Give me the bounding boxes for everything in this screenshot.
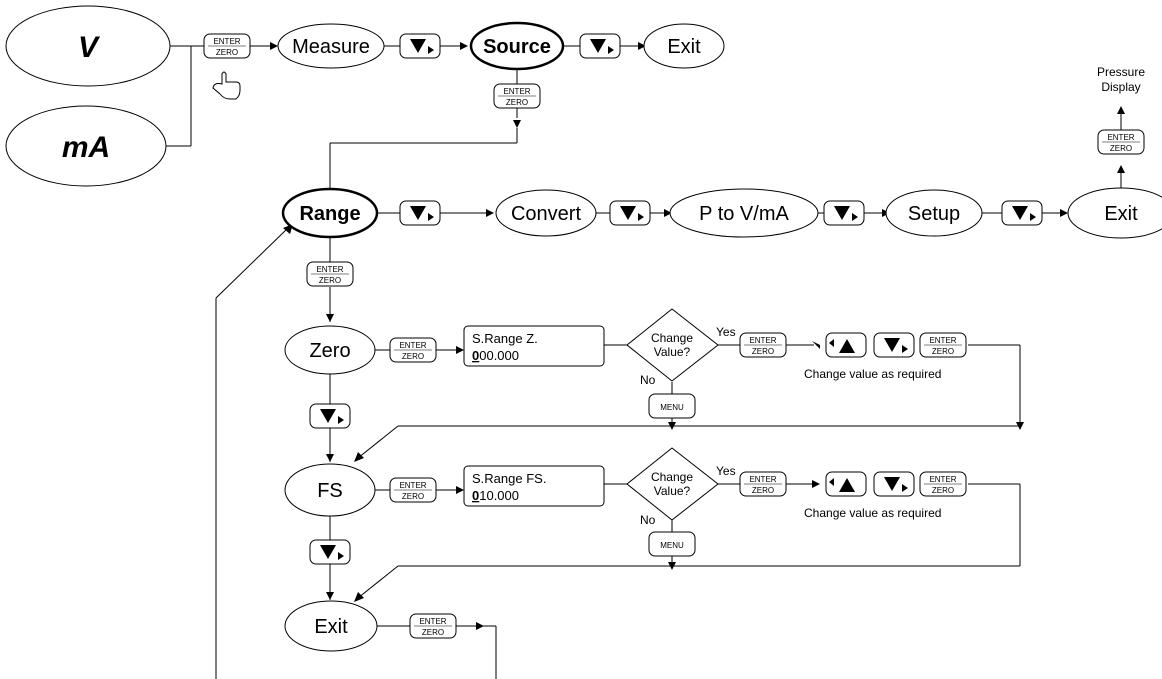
down-arrow-button[interactable]	[399, 200, 441, 226]
node-p-to-v-ma: P to V/mA	[669, 188, 819, 238]
svg-text:ENTER: ENTER	[749, 336, 776, 345]
svg-text:MENU: MENU	[660, 403, 684, 412]
enter-zero-button[interactable]: ENTER ZERO	[1097, 129, 1145, 155]
enter-zero-button[interactable]: ENTER ZERO	[919, 471, 967, 497]
pressure-display-label: Pressure	[1097, 65, 1145, 79]
svg-text:ZERO: ZERO	[319, 276, 341, 285]
svg-text:ZERO: ZERO	[1110, 144, 1132, 153]
change-value-decision: Change Value?	[626, 447, 719, 521]
connector-lines	[166, 45, 1122, 679]
svg-text:ENTER: ENTER	[419, 617, 446, 626]
svg-text:ZERO: ZERO	[422, 628, 444, 637]
svg-text:010.000: 010.000	[472, 488, 519, 503]
svg-text:ZERO: ZERO	[932, 347, 954, 356]
svg-text:Convert: Convert	[511, 203, 581, 225]
node-range-exit: Exit	[1067, 187, 1162, 239]
svg-text:MENU: MENU	[660, 541, 684, 550]
down-arrow-button[interactable]	[609, 200, 651, 226]
svg-text:FS: FS	[317, 480, 343, 502]
node-measure: Measure	[277, 23, 385, 69]
node-setup: Setup	[885, 189, 983, 237]
svg-text:ENTER: ENTER	[1107, 133, 1134, 142]
down-arrow-button[interactable]	[873, 332, 915, 358]
enter-zero-button[interactable]: ENTER ZERO	[389, 477, 437, 503]
enter-zero-button[interactable]: ENTER ZERO	[389, 337, 437, 363]
svg-text:Exit: Exit	[667, 36, 701, 58]
node-convert: Convert	[495, 189, 597, 237]
yes-label: Yes	[716, 464, 736, 478]
down-arrow-button[interactable]	[1001, 200, 1043, 226]
svg-text:ZERO: ZERO	[216, 48, 238, 57]
svg-text:ZERO: ZERO	[932, 486, 954, 495]
yes-label: Yes	[716, 325, 736, 339]
no-label: No	[640, 373, 656, 387]
svg-text:Source: Source	[483, 36, 551, 58]
node-ma: mA	[5, 105, 167, 187]
down-arrow-button[interactable]	[309, 403, 351, 429]
svg-text:ENTER: ENTER	[929, 336, 956, 345]
fs-lcd-display: S.Range FS. 010.000	[463, 465, 605, 507]
svg-text:Measure: Measure	[292, 36, 370, 58]
svg-text:Value?: Value?	[654, 345, 691, 359]
svg-text:ENTER: ENTER	[749, 475, 776, 484]
down-arrow-button[interactable]	[823, 200, 865, 226]
svg-text:ZERO: ZERO	[506, 98, 528, 107]
svg-text:P to V/mA: P to V/mA	[699, 203, 789, 225]
node-fs: FS	[284, 463, 376, 517]
enter-zero-button[interactable]: ENTER ZERO	[739, 332, 787, 358]
node-zero: Zero	[284, 325, 376, 375]
change-value-note: Change value as required	[804, 367, 941, 381]
up-arrow-button[interactable]	[825, 471, 867, 497]
svg-text:Value?: Value?	[654, 484, 691, 498]
svg-text:ENTER: ENTER	[399, 481, 426, 490]
enter-zero-button[interactable]: ENTER ZERO	[306, 261, 354, 287]
svg-text:ENTER: ENTER	[316, 265, 343, 274]
menu-button[interactable]: MENU	[648, 393, 696, 419]
svg-text:ZERO: ZERO	[402, 492, 424, 501]
node-top-exit: Exit	[643, 23, 725, 69]
menu-button[interactable]: MENU	[648, 531, 696, 557]
svg-text:ZERO: ZERO	[752, 486, 774, 495]
svg-text:ZERO: ZERO	[402, 352, 424, 361]
svg-text:S.Range FS.: S.Range FS.	[472, 471, 546, 486]
enter-zero-button[interactable]: ENTER ZERO	[739, 471, 787, 497]
node-source: Source	[469, 21, 565, 71]
enter-zero-button[interactable]: ENTER ZERO	[409, 613, 457, 639]
pointing-hand-icon	[212, 71, 241, 100]
down-arrow-button[interactable]	[309, 539, 351, 565]
node-ma-label: mA	[62, 131, 110, 164]
svg-text:ENTER: ENTER	[213, 37, 240, 46]
enter-zero-button[interactable]: ENTER ZERO	[919, 332, 967, 358]
svg-text:Change: Change	[651, 331, 693, 345]
svg-text:Setup: Setup	[908, 203, 960, 225]
down-arrow-button[interactable]	[579, 33, 621, 59]
down-arrow-button[interactable]	[399, 33, 441, 59]
svg-text:000.000: 000.000	[472, 348, 519, 363]
enter-zero-button[interactable]: ENTER ZERO	[203, 33, 251, 59]
svg-text:Exit: Exit	[314, 616, 348, 638]
svg-text:S.Range Z.: S.Range Z.	[472, 331, 538, 346]
svg-text:ENTER: ENTER	[929, 475, 956, 484]
up-arrow-button[interactable]	[825, 332, 867, 358]
node-v: V	[5, 5, 171, 87]
enter-zero-button[interactable]: ENTER ZERO	[493, 83, 541, 109]
change-value-decision: Change Value?	[626, 308, 719, 382]
svg-text:ENTER: ENTER	[399, 341, 426, 350]
no-label: No	[640, 513, 656, 527]
change-value-note: Change value as required	[804, 506, 941, 520]
svg-text:Exit: Exit	[1104, 203, 1138, 225]
down-arrow-button[interactable]	[873, 471, 915, 497]
svg-text:Zero: Zero	[309, 340, 350, 362]
svg-text:Range: Range	[299, 203, 360, 225]
node-final-exit: Exit	[284, 600, 378, 652]
svg-text:ENTER: ENTER	[503, 87, 530, 96]
node-range: Range	[281, 187, 379, 239]
pressure-display-label: Display	[1101, 80, 1140, 94]
svg-text:Change: Change	[651, 470, 693, 484]
node-v-label: V	[78, 31, 101, 64]
zero-lcd-display: S.Range Z. 000.000	[463, 325, 605, 367]
svg-text:ZERO: ZERO	[752, 347, 774, 356]
